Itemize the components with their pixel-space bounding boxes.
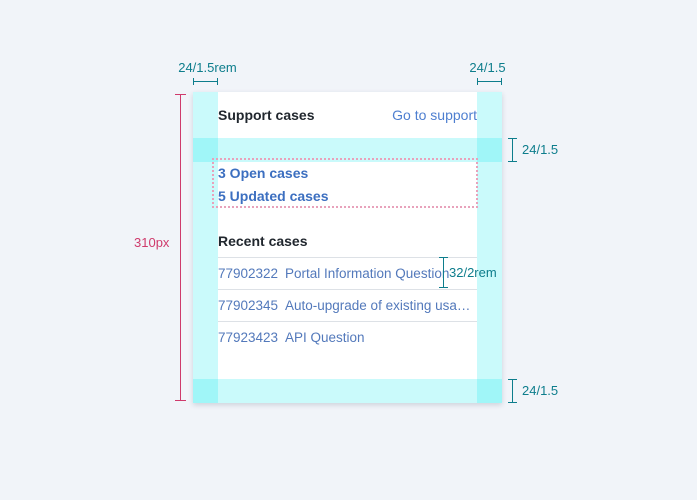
spacing-label-right-bottom: 24/1.5	[522, 383, 559, 398]
case-id: 77923423	[218, 330, 279, 345]
measure-ibeam-right-bottom	[508, 379, 517, 403]
updated-cases-link[interactable]: 5 Updated cases	[218, 188, 329, 204]
summary-links-group: 3 Open cases 5 Updated cases	[212, 158, 478, 208]
spacing-label-top-left: 24/1.5rem	[178, 60, 237, 75]
go-to-support-link[interactable]: Go to support	[392, 107, 477, 123]
recent-cases-list: 77902322 Portal Information Question 779…	[218, 257, 477, 353]
row-height-label: 32/2rem	[449, 265, 497, 280]
case-title: API Question	[285, 330, 365, 345]
recent-cases-heading: Recent cases	[218, 233, 308, 249]
case-row[interactable]: 77923423 API Question	[218, 321, 477, 353]
case-title: Auto-upgrade of existing usage ...	[285, 298, 477, 313]
case-row[interactable]: 77902345 Auto-upgrade of existing usage …	[218, 289, 477, 321]
measure-ibeam-right-top	[508, 138, 517, 162]
case-id: 77902345	[218, 298, 279, 313]
case-id: 77902322	[218, 266, 279, 281]
measure-bracket-top-right	[477, 78, 502, 85]
spacing-label-right-top: 24/1.5	[522, 142, 559, 157]
spacing-label-top-right: 24/1.5	[469, 60, 506, 75]
measure-bracket-top-left	[193, 78, 218, 85]
card-height-label: 310px	[134, 235, 170, 250]
padding-highlight-left	[193, 92, 218, 403]
card-height-measure-line	[175, 94, 186, 401]
case-row[interactable]: 77902322 Portal Information Question	[218, 257, 477, 289]
row-height-measure-ibeam	[439, 257, 448, 288]
open-cases-link[interactable]: 3 Open cases	[218, 165, 309, 181]
padding-highlight-bottom	[193, 379, 502, 403]
support-cases-card: Support cases Go to support 3 Open cases…	[193, 92, 502, 403]
padding-highlight-right	[477, 92, 502, 403]
card-title: Support cases	[218, 107, 315, 123]
